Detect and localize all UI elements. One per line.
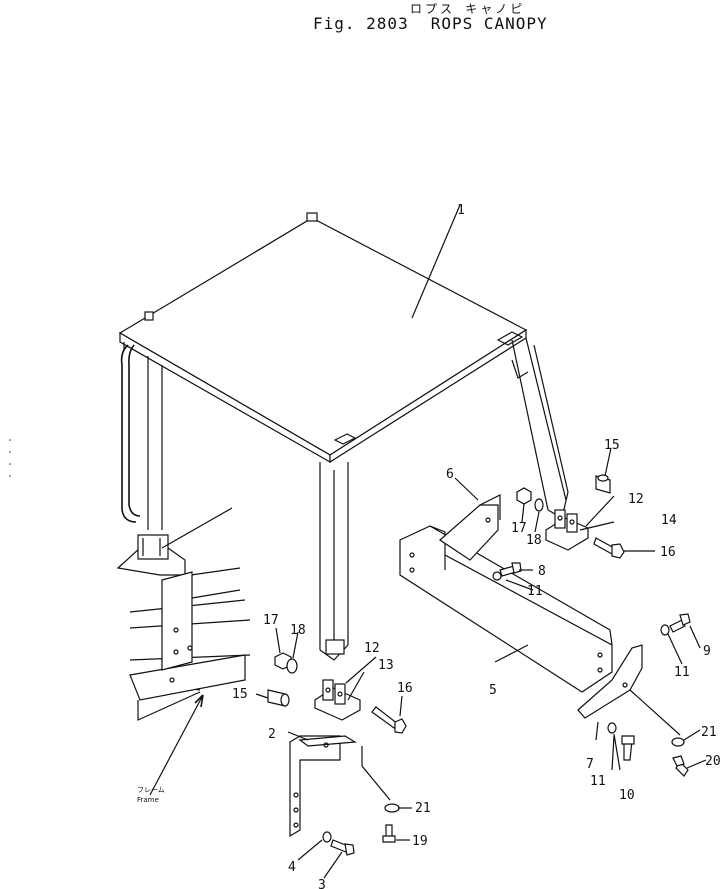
callout-1: 1 <box>457 203 465 218</box>
callout-2: 2 <box>268 727 276 742</box>
callout-6: 6 <box>446 467 454 482</box>
callout-13: 13 <box>378 658 394 673</box>
callout-21-right: 21 <box>701 725 717 740</box>
callout-11-bolt9: 11 <box>674 665 690 680</box>
callout-5: 5 <box>489 683 497 698</box>
scan-dots <box>9 439 11 477</box>
callout-19: 19 <box>412 834 428 849</box>
right-base-assembly <box>399 474 691 777</box>
callout-12-left: 12 <box>364 641 380 656</box>
figure-number: Fig. 2803 <box>313 14 409 33</box>
callout-16-right: 16 <box>660 545 676 560</box>
frame-label-en: Frame <box>137 796 159 804</box>
callout-18-right: 18 <box>526 533 542 548</box>
callout-7: 7 <box>586 757 594 772</box>
callout-15-right: 15 <box>604 438 620 453</box>
callout-16-left: 16 <box>397 681 413 696</box>
title-japanese: ロプス キャノピ <box>410 2 526 16</box>
figure-title: Fig. 2803 ROPS CANOPY <box>313 14 548 33</box>
callout-12-right: 12 <box>628 492 644 507</box>
figure-name: ROPS CANOPY <box>430 14 548 33</box>
callout-21-left: 21 <box>415 801 431 816</box>
callout-labels: 1 2 3 4 5 6 7 8 9 10 11 11 11 12 12 13 1… <box>232 203 721 889</box>
callout-8: 8 <box>538 564 546 579</box>
leader-lines <box>255 204 707 879</box>
callout-11-bolt10: 11 <box>590 774 606 789</box>
machine-frame: フレーム Frame <box>129 507 251 804</box>
callout-18-left: 18 <box>290 623 306 638</box>
canopy-assembly <box>116 212 569 661</box>
callout-3: 3 <box>318 878 326 889</box>
left-mount-hardware <box>267 652 407 856</box>
callout-11-bolt8: 11 <box>527 584 543 599</box>
callout-14: 14 <box>661 513 677 528</box>
callout-10: 10 <box>619 788 635 803</box>
callout-17-left: 17 <box>263 613 279 628</box>
callout-20: 20 <box>705 754 721 769</box>
callout-17-right: 17 <box>511 521 527 536</box>
frame-label-jp: フレーム <box>137 786 165 794</box>
callout-4: 4 <box>288 860 296 875</box>
callout-9: 9 <box>703 644 711 659</box>
callout-15-left: 15 <box>232 687 248 702</box>
